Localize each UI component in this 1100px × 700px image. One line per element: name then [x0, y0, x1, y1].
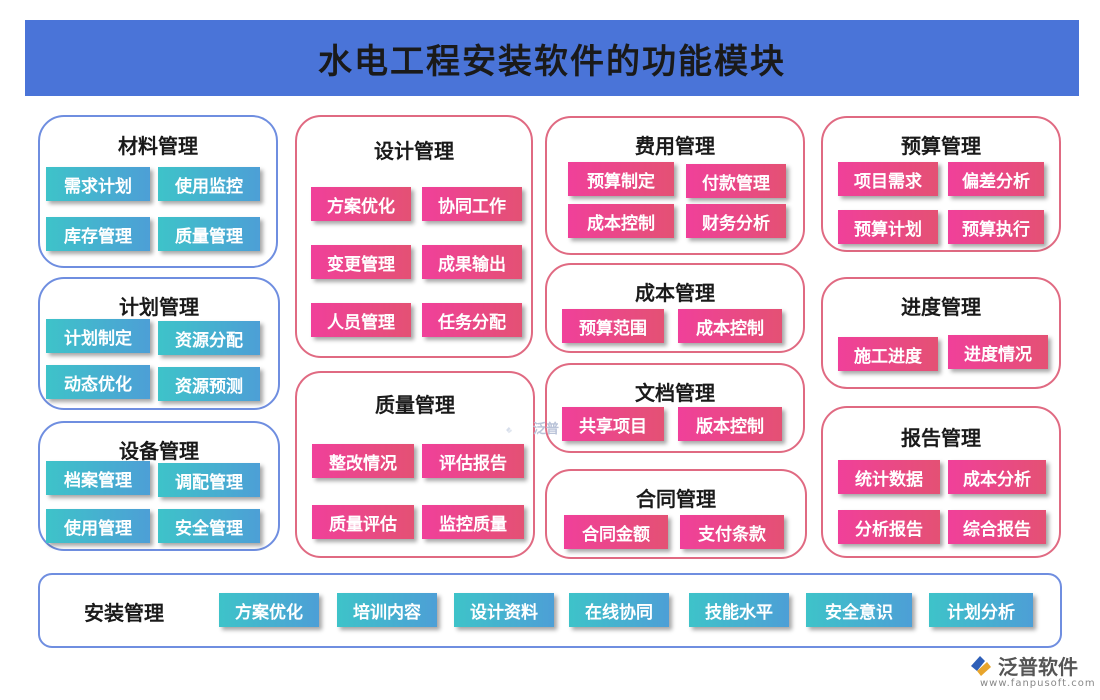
item-document-1[interactable]: 共享项目 [562, 407, 664, 441]
panel-title-report: 报告管理 [901, 426, 981, 450]
item-contract-2[interactable]: 支付条款 [680, 515, 784, 549]
panel-equipment: 设备管理 档案管理 调配管理 使用管理 安全管理 [38, 421, 280, 551]
watermark-logo-icon [506, 427, 513, 434]
item-document-2[interactable]: 版本控制 [678, 407, 782, 441]
item-design-4[interactable]: 成果输出 [422, 245, 522, 279]
panel-title-contract: 合同管理 [636, 487, 716, 511]
panel-contract: 合同管理 合同金额 支付条款 [545, 469, 807, 559]
item-quality-1[interactable]: 整改情况 [312, 444, 414, 478]
item-report-1[interactable]: 统计数据 [838, 460, 940, 494]
panel-title-material: 材料管理 [118, 134, 198, 158]
item-expense-1[interactable]: 预算制定 [568, 162, 674, 196]
item-material-3[interactable]: 库存管理 [46, 217, 150, 251]
panel-plan: 计划管理 计划制定 资源分配 动态优化 资源预测 [38, 277, 280, 410]
item-equipment-4[interactable]: 安全管理 [158, 509, 260, 543]
item-install-6[interactable]: 安全意识 [806, 593, 912, 627]
item-equipment-1[interactable]: 档案管理 [46, 461, 150, 495]
item-design-6[interactable]: 任务分配 [422, 303, 522, 337]
item-design-2[interactable]: 协同工作 [422, 187, 522, 221]
panel-quality: 质量管理 整改情况 评估报告 质量评估 监控质量 [295, 371, 535, 558]
brand-url: www.fanpusoft.com [980, 678, 1096, 689]
item-install-4[interactable]: 在线协同 [569, 593, 669, 627]
item-contract-1[interactable]: 合同金额 [564, 515, 668, 549]
page-title: 水电工程安装软件的功能模块 [318, 41, 786, 82]
item-install-2[interactable]: 培训内容 [337, 593, 437, 627]
item-expense-3[interactable]: 成本控制 [568, 204, 674, 238]
item-expense-4[interactable]: 财务分析 [686, 204, 786, 238]
panel-title-quality: 质量管理 [375, 393, 455, 417]
item-budget-2[interactable]: 偏差分析 [948, 162, 1044, 196]
panel-title-design: 设计管理 [374, 139, 454, 163]
panel-report: 报告管理 统计数据 成本分析 分析报告 综合报告 [821, 406, 1061, 558]
item-install-1[interactable]: 方案优化 [219, 593, 319, 627]
item-expense-2[interactable]: 付款管理 [686, 164, 786, 198]
item-design-5[interactable]: 人员管理 [311, 303, 411, 337]
item-install-5[interactable]: 技能水平 [689, 593, 789, 627]
item-plan-1[interactable]: 计划制定 [46, 319, 150, 353]
item-install-3[interactable]: 设计资料 [454, 593, 554, 627]
item-install-7[interactable]: 计划分析 [929, 593, 1033, 627]
item-cost-1[interactable]: 预算范围 [562, 309, 664, 343]
panel-document: 文档管理 共享项目 版本控制 [545, 363, 805, 453]
item-progress-2[interactable]: 进度情况 [948, 335, 1048, 369]
panel-progress: 进度管理 施工进度 进度情况 [821, 277, 1061, 389]
item-report-2[interactable]: 成本分析 [948, 460, 1046, 494]
item-design-1[interactable]: 方案优化 [311, 187, 411, 221]
item-quality-4[interactable]: 监控质量 [422, 505, 524, 539]
panel-cost: 成本管理 预算范围 成本控制 [545, 263, 805, 353]
panel-title-equipment: 设备管理 [119, 439, 199, 463]
panel-title-plan: 计划管理 [119, 295, 199, 319]
item-progress-1[interactable]: 施工进度 [838, 337, 938, 371]
item-report-3[interactable]: 分析报告 [838, 510, 940, 544]
panel-title-expense: 费用管理 [635, 134, 715, 158]
panel-expense: 费用管理 预算制定 付款管理 成本控制 财务分析 [545, 116, 805, 255]
item-cost-2[interactable]: 成本控制 [678, 309, 782, 343]
item-quality-3[interactable]: 质量评估 [312, 505, 414, 539]
item-material-1[interactable]: 需求计划 [46, 167, 150, 201]
item-plan-3[interactable]: 动态优化 [46, 365, 150, 399]
item-material-2[interactable]: 使用监控 [158, 167, 260, 201]
item-budget-4[interactable]: 预算执行 [948, 210, 1044, 244]
item-plan-2[interactable]: 资源分配 [158, 321, 260, 355]
item-budget-1[interactable]: 项目需求 [838, 162, 938, 196]
item-report-4[interactable]: 综合报告 [948, 510, 1046, 544]
panel-title-progress: 进度管理 [901, 295, 981, 319]
panel-title-install: 安装管理 [84, 601, 164, 625]
panel-title-cost: 成本管理 [635, 281, 715, 305]
item-budget-3[interactable]: 预算计划 [838, 210, 938, 244]
item-equipment-3[interactable]: 使用管理 [46, 509, 150, 543]
item-design-3[interactable]: 变更管理 [311, 245, 411, 279]
panel-material: 材料管理 需求计划 使用监控 库存管理 质量管理 [38, 115, 278, 268]
item-equipment-2[interactable]: 调配管理 [158, 463, 260, 497]
panel-title-document: 文档管理 [635, 381, 715, 405]
item-plan-4[interactable]: 资源预测 [158, 367, 260, 401]
item-quality-2[interactable]: 评估报告 [422, 444, 524, 478]
panel-design: 设计管理 方案优化 协同工作 变更管理 成果输出 人员管理 任务分配 [295, 115, 533, 358]
item-material-4[interactable]: 质量管理 [158, 217, 260, 251]
panel-budget: 预算管理 项目需求 偏差分析 预算计划 预算执行 [821, 116, 1061, 252]
title-banner: 水电工程安装软件的功能模块 [25, 20, 1079, 96]
panel-title-budget: 预算管理 [901, 134, 981, 158]
brand-logo-icon [971, 656, 991, 676]
brand-name: 泛普软件 [998, 655, 1078, 679]
watermark-text-faint: 泛普 [533, 422, 560, 437]
